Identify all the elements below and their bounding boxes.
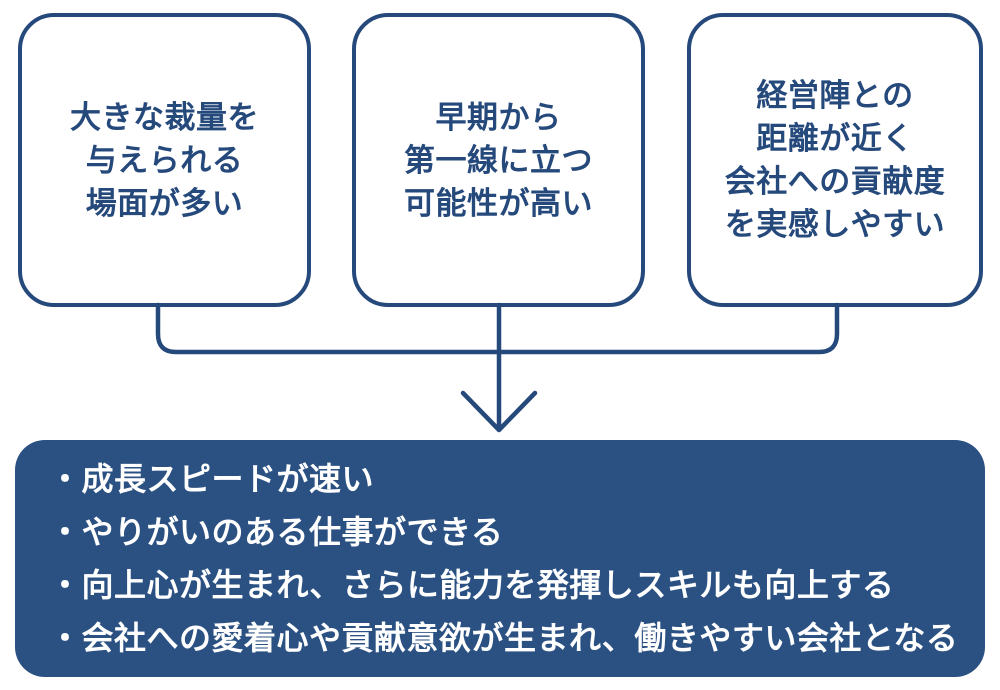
box-text-line: 会社への貢献度	[724, 164, 946, 199]
benefit-box-front-line: 早期から 第一線に立つ 可能性が高い	[352, 13, 645, 307]
benefit-box-management-distance: 経営陣との 距離が近く 会社への貢献度 を実感しやすい	[687, 13, 983, 307]
result-bullet: ・向上心が生まれ、さらに能力を発揮しスキルも向上する	[49, 567, 895, 603]
result-bullet: ・やりがいのある仕事ができる	[49, 514, 504, 550]
box-text-line: 距離が近く	[756, 121, 914, 156]
benefit-box-text: 経営陣との 距離が近く 会社への貢献度 を実感しやすい	[725, 74, 946, 246]
box-text-line: 経営陣との	[756, 78, 914, 113]
box-text-line: 可能性が高い	[404, 185, 593, 221]
result-box: ・成長スピードが速い ・やりがいのある仕事ができる ・向上心が生まれ、さらに能力…	[15, 440, 985, 677]
result-bullet: ・成長スピードが速い	[49, 461, 375, 497]
benefit-box-text: 早期から 第一線に立つ 可能性が高い	[404, 96, 593, 225]
box-text-line: 大きな裁量を	[70, 99, 259, 135]
box-text-line: を実感しやすい	[724, 207, 946, 242]
down-arrow-icon	[460, 390, 538, 433]
result-bullet: ・会社への愛着心や貢献意欲が生まれ、働きやすい会社となる	[49, 620, 959, 656]
box-text-line: 与えられる	[85, 142, 244, 178]
benefit-box-text: 大きな裁量を 与えられる 場面が多い	[70, 96, 259, 225]
benefit-box-discretion: 大きな裁量を 与えられる 場面が多い	[18, 13, 311, 307]
box-text-line: 場面が多い	[85, 185, 244, 221]
box-text-line: 第一線に立つ	[404, 142, 593, 178]
box-text-line: 早期から	[435, 99, 562, 135]
merge-line	[155, 302, 840, 355]
